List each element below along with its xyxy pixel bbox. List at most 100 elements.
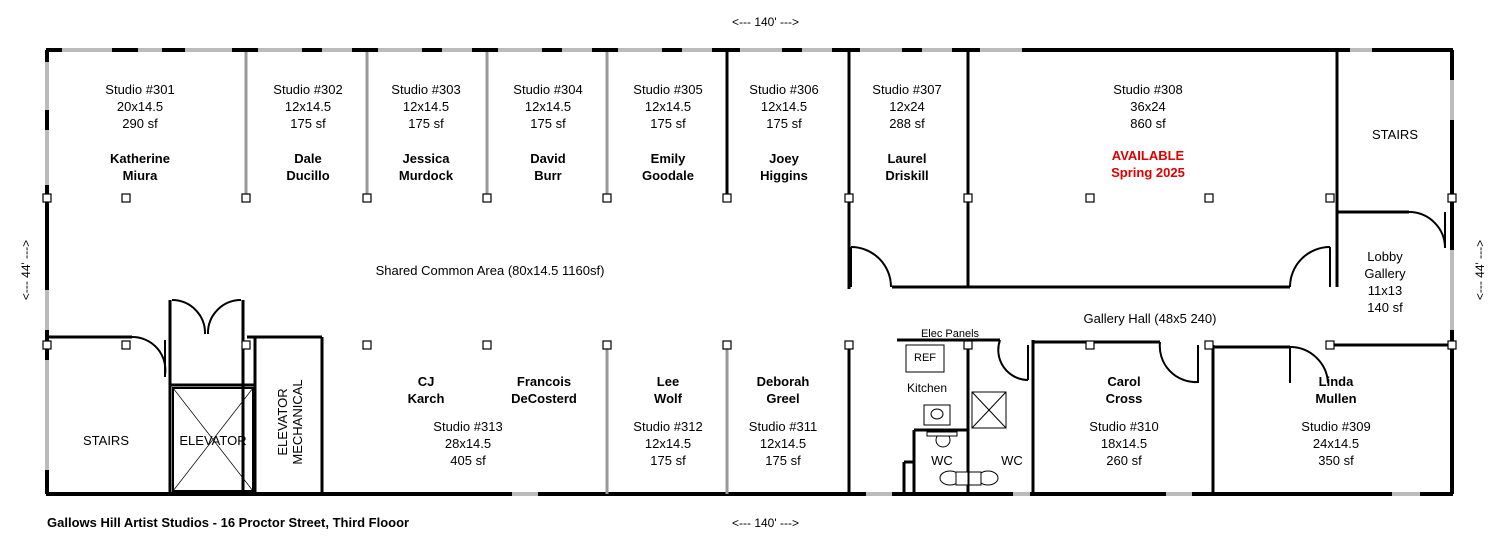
lobby-area: 140 sf	[1367, 300, 1403, 315]
studio-number: Studio #307	[872, 82, 942, 97]
lobby-label: Lobby	[1367, 249, 1403, 264]
studio-area: 288 sf	[889, 116, 925, 131]
tenant-name: Laurel	[887, 151, 927, 166]
elevator-shaft	[172, 387, 254, 492]
tenant-name: Greel	[766, 391, 800, 406]
stairs-bottom: STAIRS	[83, 433, 129, 448]
studio-number: Studio #302	[273, 82, 343, 97]
studio-area: 175 sf	[766, 116, 802, 131]
studio-number: Studio #309	[1301, 419, 1371, 434]
studio-number: Studio #308	[1113, 82, 1183, 97]
studio-area: 405 sf	[450, 453, 486, 468]
studio-area: 175 sf	[650, 453, 686, 468]
studio-number: Studio #311	[748, 419, 818, 434]
elevator-mech-label: MECHANICAL	[290, 379, 305, 465]
studio-size: 24x14.5	[1312, 436, 1360, 451]
studio-area: 175 sf	[408, 116, 444, 131]
studio-size: 36x24	[1130, 99, 1166, 114]
tenant-name: Jessica	[402, 151, 450, 166]
studio-size: 12x14.5	[284, 99, 332, 114]
studio-size: 12x14.5	[402, 99, 450, 114]
lobby-size: 11x13	[1367, 283, 1403, 298]
studio-number: Studio #313	[433, 419, 503, 434]
tenant-name: Karch	[407, 391, 445, 406]
tenant-name: Miura	[122, 168, 158, 183]
wc-right-label: WC	[1001, 453, 1023, 468]
tenant-name: Higgins	[760, 168, 808, 183]
studio-area: 860 sf	[1130, 116, 1166, 131]
windows-sides	[45, 62, 1454, 470]
studio-303: Studio #303 12x14.5 175 sf Jessica Murdo…	[366, 81, 486, 184]
studio-size: 20x14.5	[116, 99, 164, 114]
plan-caption: Gallows Hill Artist Studios - 16 Proctor…	[47, 515, 410, 530]
dimension-bottom: <--- 140' --->	[732, 516, 799, 530]
tenant-name: Cross	[1105, 391, 1143, 406]
tenant-name: Dale	[294, 151, 322, 166]
wc-left-label: WC	[931, 453, 953, 468]
stairs-top: STAIRS	[1372, 127, 1418, 142]
tenant-name: Ducillo	[286, 168, 330, 183]
studio-size: 12x14.5	[759, 436, 807, 451]
studio-area: 260 sf	[1106, 453, 1142, 468]
studio-309: Linda Mullen Studio #309 24x14.5 350 sf	[1286, 373, 1386, 469]
studio-size: 12x14.5	[760, 99, 808, 114]
studio-area: 175 sf	[530, 116, 566, 131]
studio-306: Studio #306 12x14.5 175 sf Joey Higgins	[724, 81, 844, 184]
studio-size: 12x14.5	[644, 436, 692, 451]
tenant-name: Burr	[534, 168, 562, 183]
tenant-name: Driskill	[885, 168, 929, 183]
elevator-label: ELEVATOR	[179, 433, 247, 448]
bottom-walls	[47, 300, 1452, 494]
studio-size: 12x14.5	[524, 99, 572, 114]
tenant-name: Deborah	[756, 374, 810, 389]
studio-size: 18x14.5	[1100, 436, 1148, 451]
door-swings-top	[850, 211, 1446, 288]
tenant-name: Linda	[1318, 374, 1354, 389]
studio-size: 12x14.5	[644, 99, 692, 114]
tenant-name: Francois	[516, 374, 572, 389]
tenant-name: DeCosterd	[511, 391, 577, 406]
studio-area: 175 sf	[650, 116, 686, 131]
tenant-name: Carol	[1107, 374, 1141, 389]
studio-313-tenant-a: CJ Karch	[386, 373, 466, 407]
studio-area: 290 sf	[122, 116, 158, 131]
dimension-right: <--- 44' --->	[1473, 239, 1487, 301]
columns	[42, 193, 1457, 350]
elevator-mech-label: ELEVATOR	[275, 388, 290, 456]
tenant-name: Emily	[650, 151, 686, 166]
tenant-name: Murdock	[398, 168, 454, 183]
studio-310: Carol Cross Studio #310 18x14.5 260 sf	[1074, 373, 1174, 469]
tenant-name: Mullen	[1315, 391, 1357, 406]
door-swings-bottom	[131, 299, 1329, 384]
studio-number: Studio #306	[749, 82, 819, 97]
studio-313-tenant-b: Francois DeCosterd	[494, 373, 594, 407]
top-partitions	[244, 52, 609, 198]
studio-313: Studio #313 28x14.5 405 sf	[418, 418, 518, 469]
dimension-left: <--- 44' --->	[19, 239, 33, 301]
studio-307: Studio #307 12x24 288 sf Laurel Driskill	[847, 81, 967, 184]
elec-panels-label: Elec Panels	[920, 328, 980, 340]
tenant-name: Lee	[656, 374, 680, 389]
tenant-name: Joey	[769, 151, 799, 166]
studio-312: Lee Wolf Studio #312 12x14.5 175 sf	[618, 373, 718, 469]
refrigerator-label: REF	[914, 352, 936, 364]
tenant-name: Wolf	[654, 391, 682, 406]
gallery-hall-label: Gallery Hall (48x5 240)	[1083, 311, 1217, 326]
studio-number: Studio #310	[1089, 419, 1159, 434]
top-partitions-solid	[725, 52, 1409, 289]
studio-305: Studio #305 12x14.5 175 sf Emily Goodale	[608, 81, 728, 184]
studio-area: 350 sf	[1318, 453, 1354, 468]
studio-number: Studio #304	[513, 82, 583, 97]
studio-number: Studio #312	[633, 419, 703, 434]
lobby-gallery: Lobby Gallery 11x13 140 sf	[1345, 248, 1425, 316]
studio-301: Studio #301 20x14.5 290 sf Katherine Miu…	[80, 81, 200, 184]
studio-number: Studio #305	[633, 82, 703, 97]
studio-308: Studio #308 36x24 860 sf AVAILABLE Sprin…	[1088, 81, 1208, 181]
common-area-label: Shared Common Area (80x14.5 1160sf)	[375, 263, 605, 278]
studio-number: Studio #301	[105, 82, 175, 97]
dimension-top: <--- 140' --->	[732, 15, 799, 29]
tenant-name: Goodale	[641, 168, 694, 183]
studio-304: Studio #304 12x14.5 175 sf David Burr	[488, 81, 608, 184]
